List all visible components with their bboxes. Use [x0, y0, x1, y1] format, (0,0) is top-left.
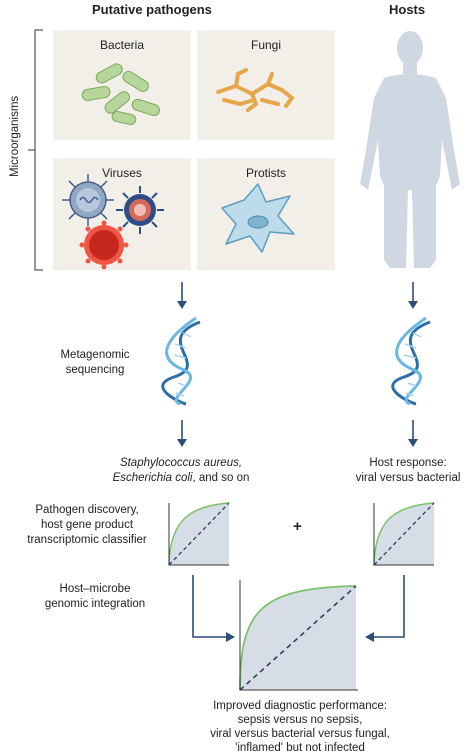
virus-icon-3 [79, 220, 129, 270]
roc-chart-pathogen [168, 502, 230, 566]
microorganisms-bracket [28, 29, 43, 271]
viruses-label: Viruses [102, 166, 142, 180]
pathogens-header: Putative pathogens [92, 2, 212, 17]
arrows [181, 282, 414, 638]
dna-icon-host [391, 316, 431, 406]
classifier-label: Pathogen discovery, host gene product tr… [27, 504, 147, 546]
roc-chart-integrated [239, 580, 358, 691]
protist-icon [221, 183, 295, 253]
pathogen-result-label: Staphylococcus aureus, Escherichia coli,… [112, 457, 250, 484]
plus-sign: + [293, 518, 302, 535]
hosts-header: Hosts [389, 2, 426, 17]
human-silhouette [360, 31, 460, 268]
roc-chart-host [373, 502, 435, 566]
protists-label: Protists [245, 166, 286, 180]
dna-icon-pathogen [161, 316, 201, 406]
virus-icon-2 [116, 186, 164, 234]
integration-label: Host–microbe genomic integration [44, 583, 146, 610]
outcome-label: Improved diagnostic performance: sepsis … [210, 700, 390, 754]
host-result-label: Host response: viral versus bacterial [355, 457, 461, 484]
fungi-icon [216, 68, 295, 112]
metagenomic-sequencing-label: Metagenomic sequencing [60, 349, 130, 376]
arrow-heads [177, 301, 418, 642]
fungi-label: Fungi [250, 38, 282, 52]
virus-icon-1 [62, 174, 114, 226]
bacteria-label: Bacteria [99, 38, 145, 52]
bacteria-icon [81, 63, 160, 125]
